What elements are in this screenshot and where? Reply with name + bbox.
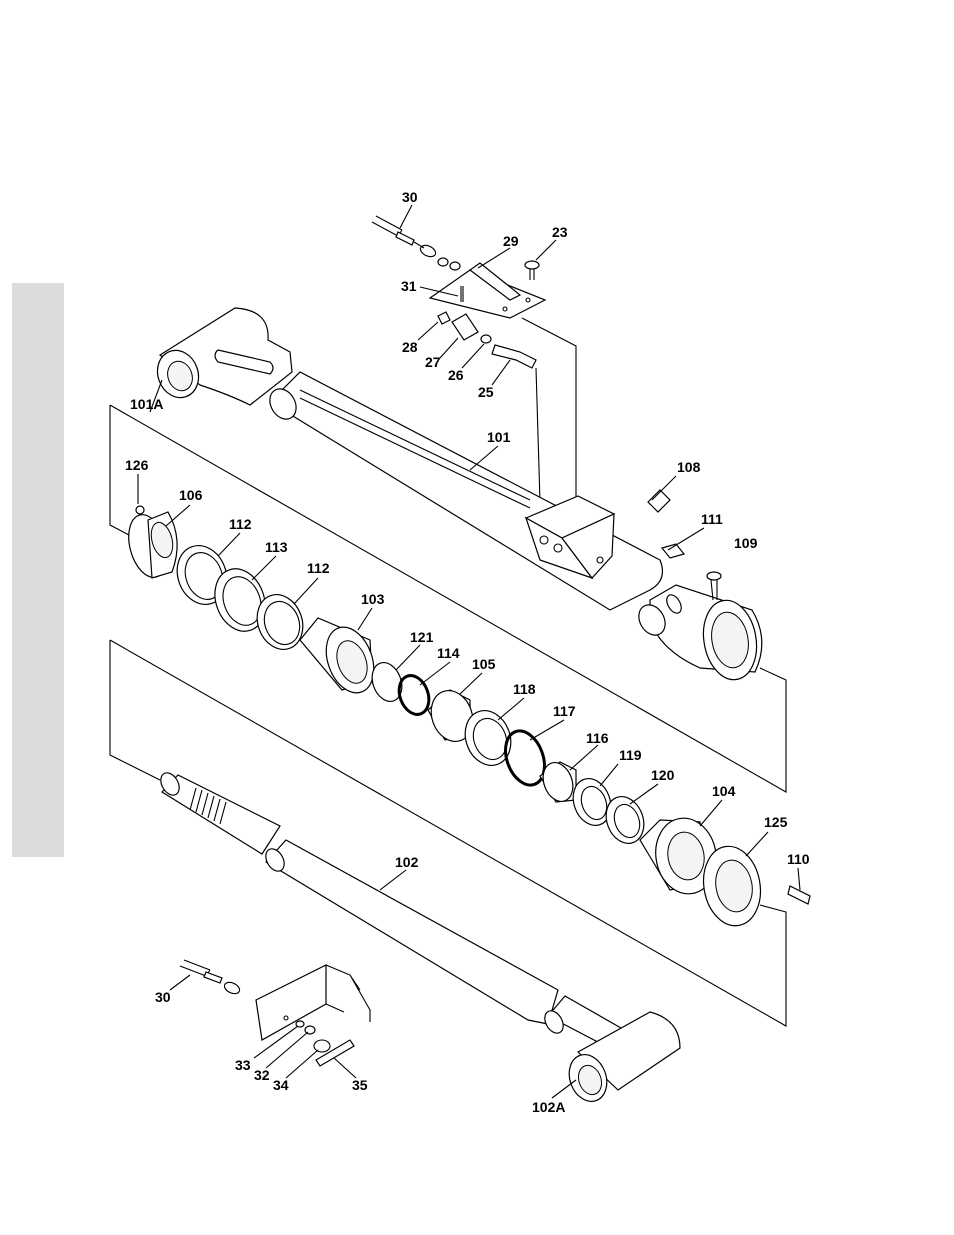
washers-top bbox=[438, 258, 460, 270]
callout-30-top: 30 bbox=[402, 190, 418, 204]
callout-27: 27 bbox=[425, 355, 441, 369]
callout-119: 119 bbox=[619, 748, 642, 762]
callout-112-a: 112 bbox=[229, 517, 252, 531]
callout-33: 33 bbox=[235, 1058, 251, 1072]
callout-104: 104 bbox=[712, 784, 735, 798]
cable-30-top bbox=[372, 216, 437, 259]
callout-112-b: 112 bbox=[307, 561, 330, 575]
callout-31: 31 bbox=[401, 279, 417, 293]
bracket-29 bbox=[430, 263, 545, 318]
barrel-end-right bbox=[634, 585, 763, 684]
callout-29: 29 bbox=[503, 234, 519, 248]
callout-125: 125 bbox=[764, 815, 787, 829]
callout-117: 117 bbox=[553, 704, 576, 718]
callout-26: 26 bbox=[448, 368, 464, 382]
callout-121: 121 bbox=[410, 630, 433, 644]
callout-118: 118 bbox=[513, 682, 536, 696]
callout-28: 28 bbox=[402, 340, 418, 354]
callout-25: 25 bbox=[478, 385, 494, 399]
bolt-23 bbox=[525, 261, 539, 280]
callout-120: 120 bbox=[651, 768, 674, 782]
callout-113: 113 bbox=[265, 540, 288, 554]
rod-end-threaded bbox=[157, 770, 280, 854]
callout-105: 105 bbox=[472, 657, 495, 671]
callout-108: 108 bbox=[677, 460, 700, 474]
rings-116-119-120 bbox=[538, 758, 650, 848]
head-104-flange-125-bolt-110 bbox=[640, 813, 810, 930]
callout-35: 35 bbox=[352, 1078, 368, 1092]
barrel-end-101A bbox=[151, 308, 292, 405]
callout-106: 106 bbox=[179, 488, 202, 502]
callout-102A: 102A bbox=[532, 1100, 565, 1114]
callout-30-bottom: 30 bbox=[155, 990, 171, 1004]
rings-112-113-112 bbox=[169, 539, 310, 656]
callout-126: 126 bbox=[125, 458, 148, 472]
rings-121-114-105-118-117 bbox=[367, 658, 551, 790]
callout-32: 32 bbox=[254, 1068, 270, 1082]
callout-102: 102 bbox=[395, 855, 418, 869]
piston-103 bbox=[300, 618, 382, 699]
callout-114: 114 bbox=[437, 646, 460, 660]
callout-101: 101 bbox=[487, 430, 510, 444]
callout-110: 110 bbox=[787, 852, 810, 866]
callout-103: 103 bbox=[361, 592, 384, 606]
fittings-28-27-26-25 bbox=[438, 312, 536, 368]
callout-109: 109 bbox=[734, 536, 757, 550]
cable-30-bottom bbox=[180, 960, 241, 996]
callout-101A: 101A bbox=[130, 397, 163, 411]
gland-106 bbox=[122, 506, 177, 582]
fittings-108-111-109 bbox=[648, 490, 721, 600]
pin-35-clip-34 bbox=[296, 1021, 354, 1066]
callout-23: 23 bbox=[552, 225, 568, 239]
callout-111: 111 bbox=[701, 512, 723, 526]
callout-116: 116 bbox=[586, 731, 609, 745]
callout-34: 34 bbox=[273, 1078, 289, 1092]
